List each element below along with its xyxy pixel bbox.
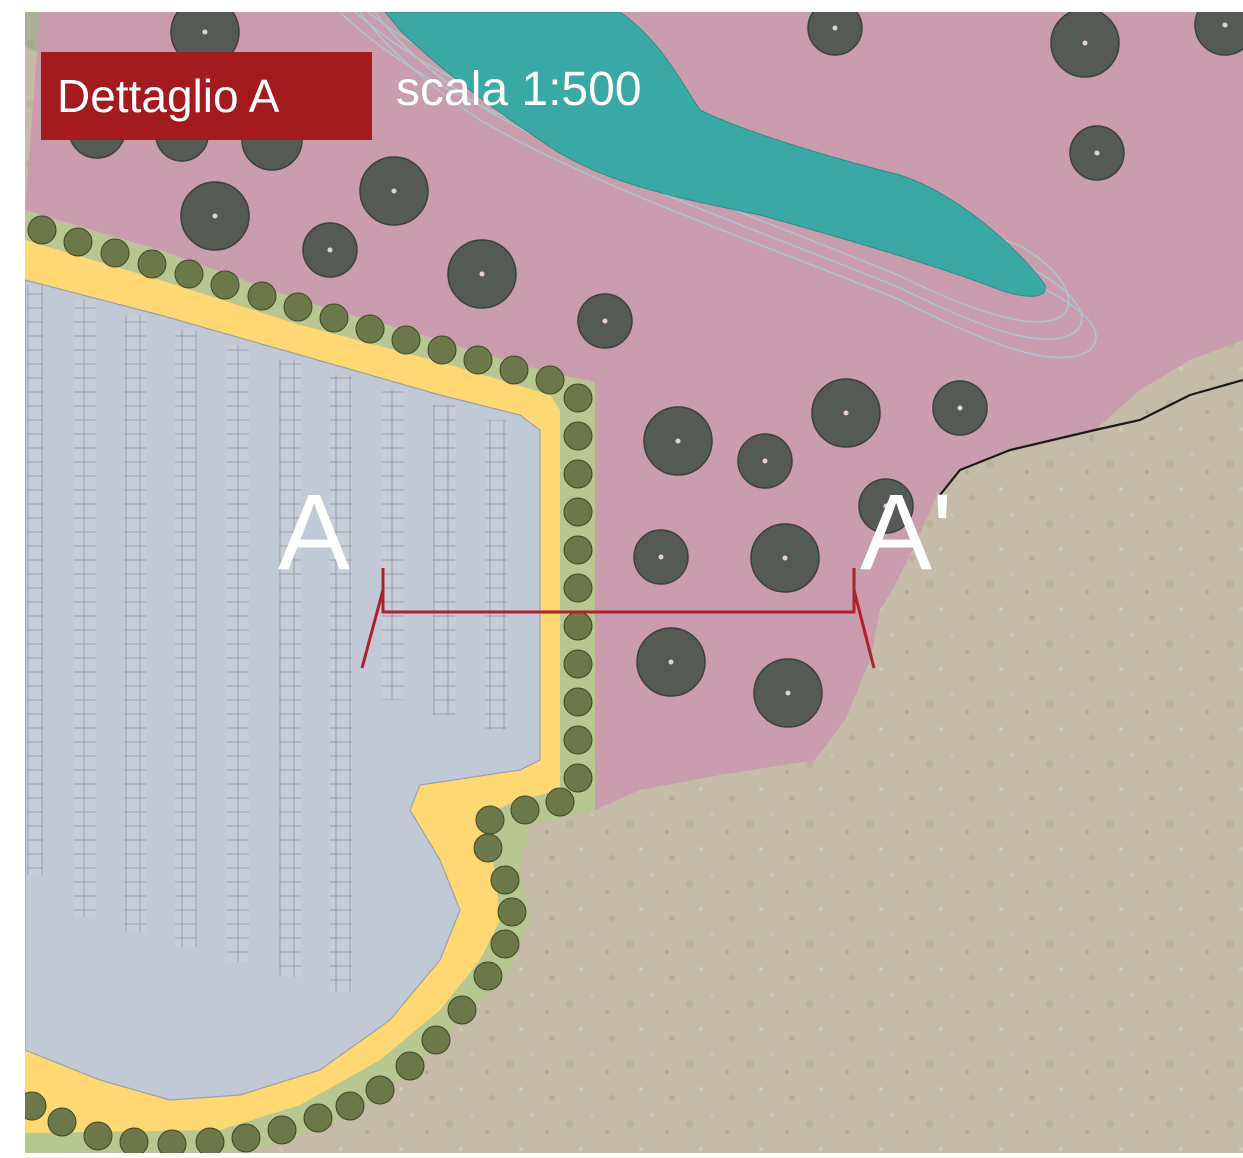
tree-trunks — [202, 22, 1228, 696]
title-background — [41, 52, 372, 140]
hedge-shrubs — [25, 215, 593, 1153]
pond — [384, 12, 1046, 297]
panel-rows — [27, 285, 507, 992]
detail-title: Dettaglio A — [57, 70, 280, 122]
property-boundary — [939, 378, 1243, 496]
section-end-label: A' — [860, 471, 953, 592]
scale-label: scala 1:500 — [396, 63, 642, 116]
section-line — [360, 568, 876, 669]
section-start-label: A — [278, 471, 351, 592]
